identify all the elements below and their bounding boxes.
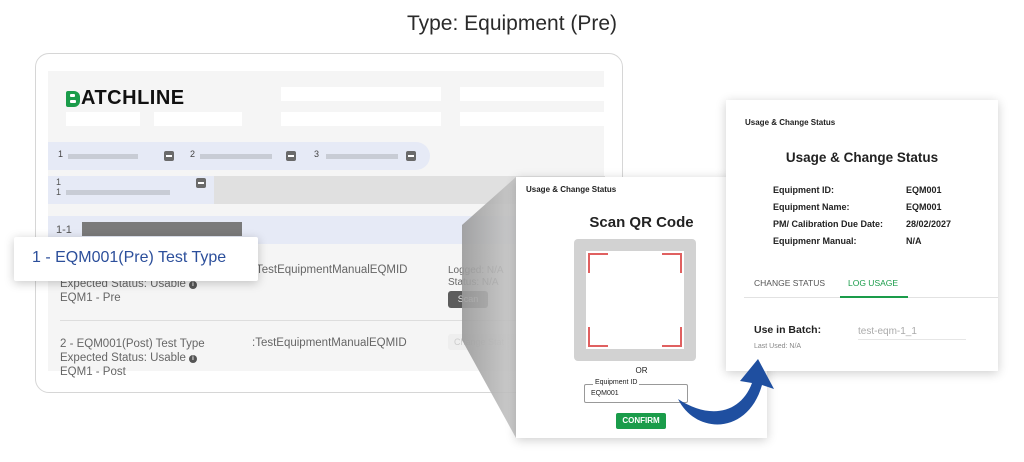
detail-key: Equipment Name: xyxy=(773,202,850,212)
step-placeholder xyxy=(200,154,272,159)
scan-corner-icon xyxy=(588,253,608,273)
equipment-name: EQM1 - Post xyxy=(60,366,126,378)
qr-scanner-frame[interactable] xyxy=(574,239,696,361)
scan-qr-dialog: Usage & Change Status Scan QR Code OR Eq… xyxy=(516,177,767,438)
detail-value: EQM001 xyxy=(906,202,942,212)
scan-corner-icon xyxy=(662,253,682,273)
row-label: 1-1 xyxy=(56,224,72,236)
detail-value: EQM001 xyxy=(906,185,942,195)
header-placeholder xyxy=(281,87,441,101)
field-label: Equipment ID xyxy=(593,379,640,386)
curved-arrow-icon xyxy=(678,359,774,425)
usage-change-status-dialog: Usage & Change Status Usage & Change Sta… xyxy=(726,100,998,371)
qr-camera-view xyxy=(586,251,684,349)
info-icon: i xyxy=(188,355,197,363)
collapse-icon[interactable] xyxy=(196,178,206,188)
detail-key: PM/ Calibration Due Date: xyxy=(773,219,884,229)
logo-b-icon xyxy=(66,90,80,107)
detail-value: N/A xyxy=(906,236,922,246)
last-used-text: Last Used: N/A xyxy=(754,343,802,350)
step-number: 2 xyxy=(190,149,196,159)
step-placeholder xyxy=(68,154,138,159)
item-title-callout: 1 - EQM001(Pre) Test Type xyxy=(14,237,258,281)
info-icon: i xyxy=(188,281,197,289)
tab-change-status[interactable]: CHANGE STATUS xyxy=(754,278,825,288)
equipment-name: EQM1 - Pre xyxy=(60,292,121,304)
step-number: 3 xyxy=(314,149,320,159)
dialog-title: Usage & Change Status xyxy=(785,150,939,165)
tab-log-usage[interactable]: LOG USAGE xyxy=(848,278,899,288)
confirm-button[interactable]: CONFIRM xyxy=(616,413,666,429)
header-placeholder xyxy=(460,87,604,101)
sub-step-number: 1 xyxy=(56,177,62,187)
step-placeholder xyxy=(326,154,398,159)
or-separator: OR xyxy=(635,366,648,375)
active-tab-indicator xyxy=(840,296,908,298)
header-placeholder xyxy=(66,112,140,126)
row-title-placeholder xyxy=(82,222,242,236)
equipment-id-text: :TestEquipmentManualEQMID xyxy=(252,337,407,349)
collapse-icon[interactable] xyxy=(164,151,174,161)
batch-label: Use in Batch: xyxy=(754,324,822,336)
header-placeholder xyxy=(460,112,604,126)
dialog-header: Usage & Change Status xyxy=(745,118,836,127)
item-title: 2 - EQM001(Post) Test Type xyxy=(60,338,205,350)
header-placeholder xyxy=(154,112,242,126)
dialog-header: Usage & Change Status xyxy=(526,185,617,194)
detail-key: Equipmenr Manual: xyxy=(773,236,857,246)
equipment-id-field[interactable]: Equipment ID xyxy=(584,379,688,403)
scan-corner-icon xyxy=(662,327,682,347)
collapse-icon[interactable] xyxy=(286,151,296,161)
equipment-id-input[interactable] xyxy=(591,390,681,397)
item-divider xyxy=(60,320,605,321)
scan-corner-icon xyxy=(588,327,608,347)
page-title: Type: Equipment (Pre) xyxy=(406,12,618,35)
batchline-logo: ATCHLINE xyxy=(66,87,185,110)
detail-key: Equipment ID: xyxy=(773,185,834,195)
header-placeholder xyxy=(281,112,441,126)
sub-step-number: 1 xyxy=(56,187,62,197)
dialog-title: Scan QR Code xyxy=(589,214,694,231)
sub-step-placeholder xyxy=(66,190,170,195)
batch-input[interactable] xyxy=(858,324,966,340)
collapse-icon[interactable] xyxy=(406,151,416,161)
step-number: 1 xyxy=(58,149,64,159)
equipment-id-text: TestEquipmentManualEQMID xyxy=(256,264,408,276)
detail-value: 28/02/2027 xyxy=(906,219,952,229)
